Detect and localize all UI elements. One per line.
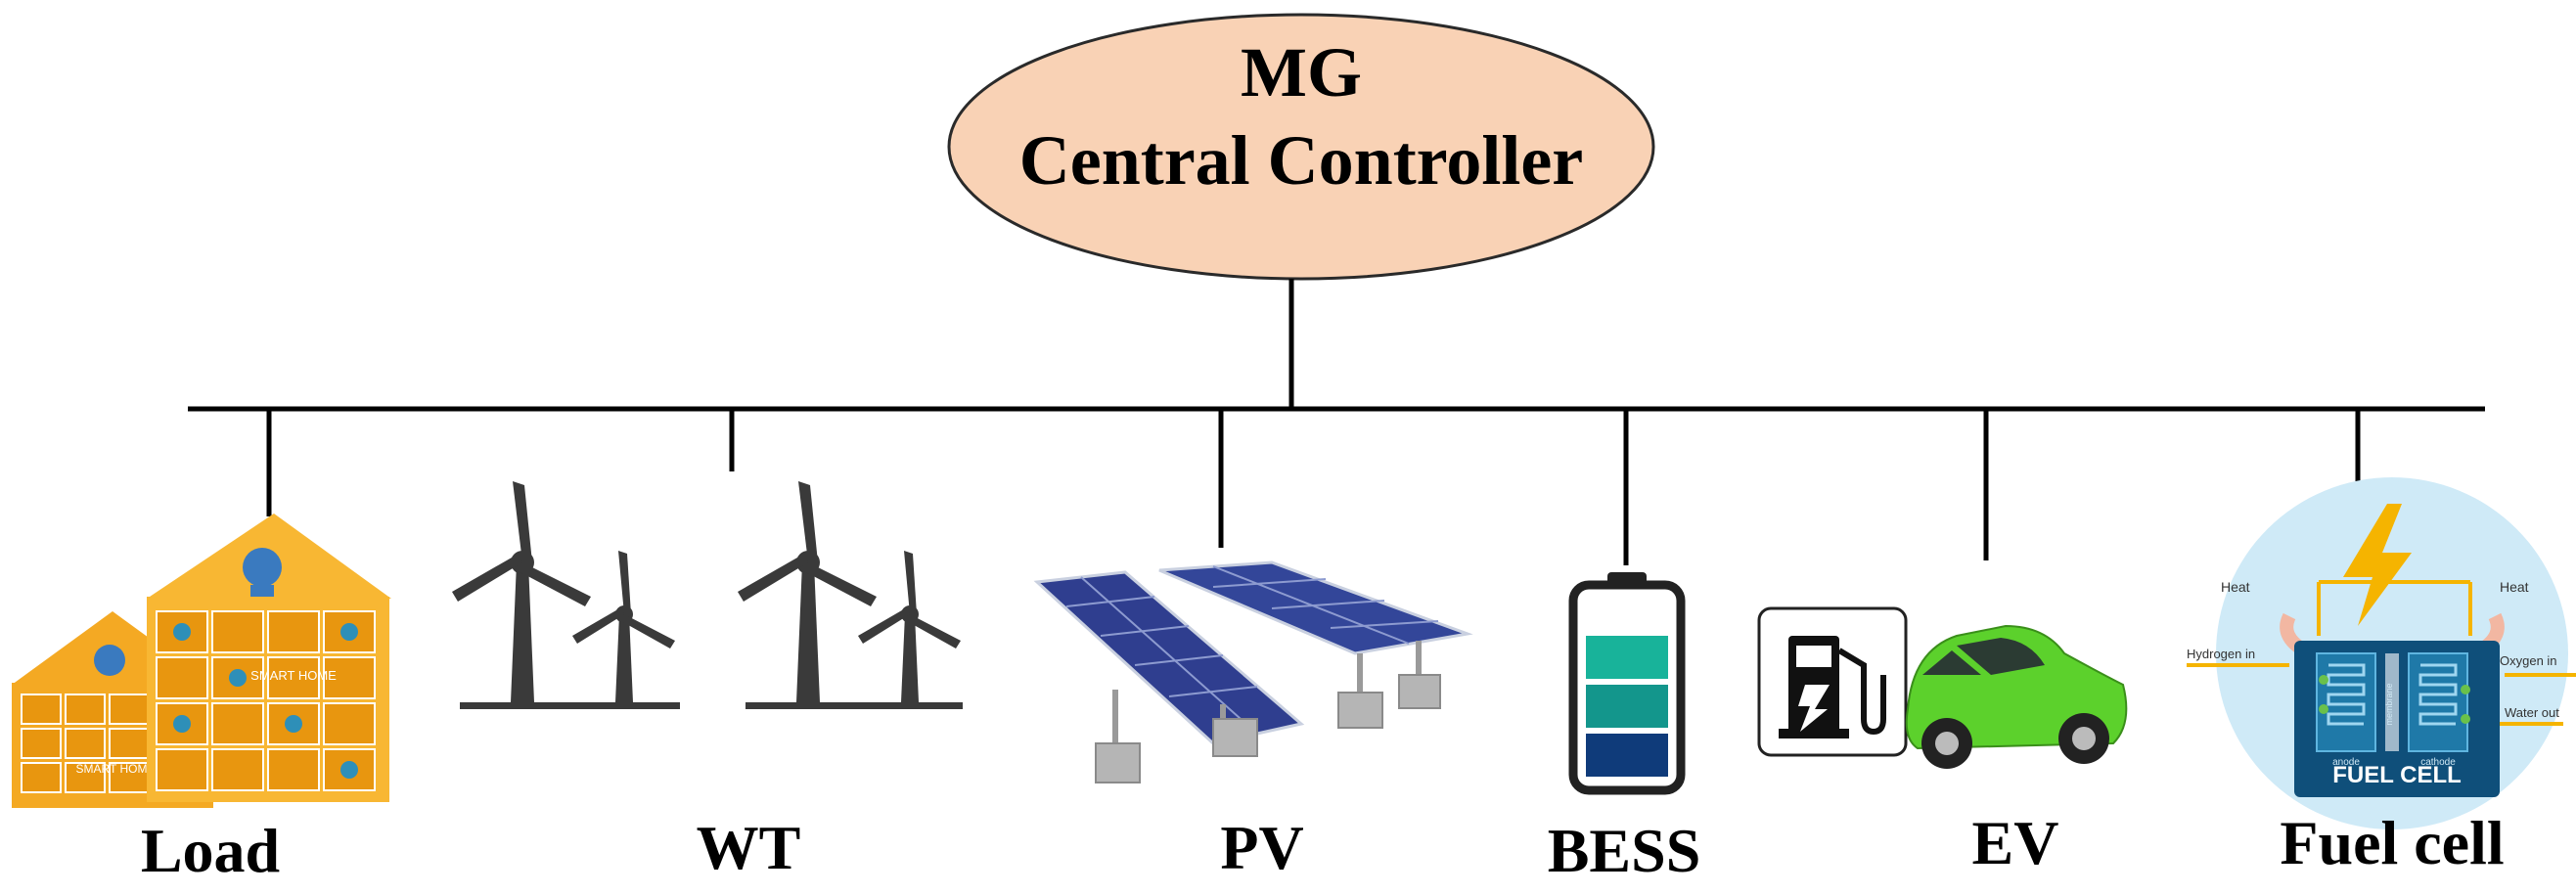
- smart-home-icon: SMART HOME SMART HOME: [12, 514, 391, 808]
- smart-home-text-back: SMART HOME: [76, 762, 156, 776]
- oxygen-in-label: Oxygen in: [2500, 653, 2557, 668]
- label-wt: WT: [696, 813, 801, 882]
- heat-right-label: Heat: [2500, 579, 2529, 595]
- label-ev: EV: [1971, 808, 2059, 877]
- anode-label: anode: [2332, 757, 2360, 768]
- membrane-label: membrane: [2384, 683, 2394, 725]
- label-load: Load: [140, 816, 281, 885]
- lightning-icon: [2343, 504, 2412, 626]
- fuel-cell-title: FUEL CELL: [2332, 762, 2462, 788]
- controller-title-line1: MG: [1241, 33, 1362, 112]
- cathode-label: cathode: [2420, 757, 2456, 768]
- smart-home-text-front: SMART HOME: [250, 668, 337, 683]
- electric-car-icon: [1905, 624, 2128, 769]
- label-pv: PV: [1220, 813, 1304, 882]
- bus-lines: [188, 279, 2485, 565]
- label-bess: BESS: [1547, 816, 1701, 885]
- controller-title-line2: Central Controller: [1018, 121, 1584, 200]
- label-fuel-cell: Fuel cell: [2280, 808, 2505, 877]
- solar-panel-icon: [1033, 560, 1473, 783]
- battery-icon: [1568, 572, 1686, 795]
- fuel-pump-icon: [1757, 606, 1908, 757]
- wind-turbine-icon: [452, 481, 963, 709]
- controller-ellipse: [947, 13, 1655, 281]
- heat-left-label: Heat: [2221, 579, 2250, 595]
- water-out-label: Water out: [2505, 705, 2559, 720]
- fuel-cell-icon: FUEL CELL anode cathode membrane Heat He…: [2187, 477, 2576, 829]
- hydrogen-in-label: Hydrogen in: [2187, 647, 2255, 661]
